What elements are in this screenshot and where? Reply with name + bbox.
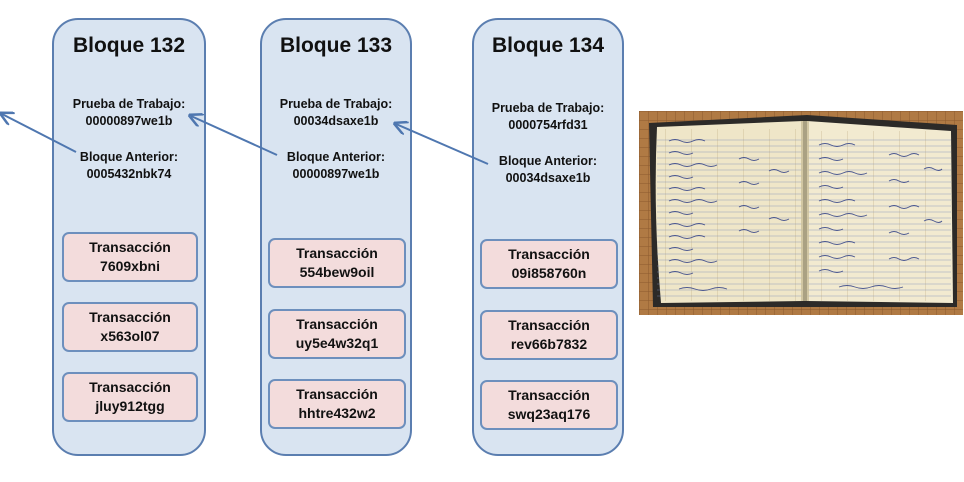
transaction-box: Transacción 7609xbni xyxy=(62,232,198,282)
block-title: Bloque 132 xyxy=(72,34,186,57)
proof-of-work-value: 00034dsaxe1b xyxy=(293,114,379,128)
previous-block-value: 0005432nbk74 xyxy=(86,167,172,181)
previous-block-label: Bloque Anterior: xyxy=(498,154,598,168)
previous-block: Bloque Anterior: 0005432nbk74 xyxy=(54,149,204,183)
transaction-box: Transacción 09i858760n xyxy=(480,239,618,289)
ledger-book-image xyxy=(639,111,963,315)
transaction-id: x563ol07 xyxy=(100,328,160,344)
block-134: Bloque 134 Prueba de Trabajo: 0000754rfd… xyxy=(472,18,624,456)
transaction-label: Transacción xyxy=(508,246,590,262)
transaction-id: 554bew9oil xyxy=(299,264,375,280)
transaction-id: hhtre432w2 xyxy=(298,405,376,421)
transaction-label: Transacción xyxy=(89,309,171,325)
transaction-box: Transacción hhtre432w2 xyxy=(268,379,406,429)
proof-of-work-label: Prueba de Trabajo: xyxy=(279,97,393,111)
transaction-box: Transacción 554bew9oil xyxy=(268,238,406,288)
block-133: Bloque 133 Prueba de Trabajo: 00034dsaxe… xyxy=(260,18,412,456)
transaction-id: 09i858760n xyxy=(511,265,587,281)
transaction-label: Transacción xyxy=(508,317,590,333)
previous-block: Bloque Anterior: 00000897we1b xyxy=(262,149,410,183)
proof-of-work: Prueba de Trabajo: 00000897we1b xyxy=(54,96,204,130)
transaction-box: Transacción swq23aq176 xyxy=(480,380,618,430)
transaction-id: 7609xbni xyxy=(100,258,160,274)
transaction-label: Transacción xyxy=(296,245,378,261)
block-title: Bloque 134 xyxy=(491,34,605,57)
proof-of-work: Prueba de Trabajo: 00034dsaxe1b xyxy=(262,96,410,130)
previous-block-label: Bloque Anterior: xyxy=(286,150,386,164)
transaction-id: swq23aq176 xyxy=(507,406,591,422)
proof-of-work: Prueba de Trabajo: 0000754rfd31 xyxy=(474,100,622,134)
transaction-box: Transacción rev66b7832 xyxy=(480,310,618,360)
previous-block-label: Bloque Anterior: xyxy=(79,150,179,164)
transaction-id: rev66b7832 xyxy=(510,336,588,352)
transaction-label: Transacción xyxy=(89,379,171,395)
proof-of-work-value: 0000754rfd31 xyxy=(508,118,588,132)
block-132: Bloque 132 Prueba de Trabajo: 00000897we… xyxy=(52,18,206,456)
transaction-box: Transacción uy5e4w32q1 xyxy=(268,309,406,359)
transaction-box: Transacción jluy912tgg xyxy=(62,372,198,422)
previous-block: Bloque Anterior: 00034dsaxe1b xyxy=(474,153,622,187)
previous-block-value: 00034dsaxe1b xyxy=(505,171,591,185)
transaction-id: jluy912tgg xyxy=(95,398,165,414)
transaction-label: Transacción xyxy=(508,387,590,403)
transaction-label: Transacción xyxy=(296,316,378,332)
transaction-label: Transacción xyxy=(296,386,378,402)
transaction-box: Transacción x563ol07 xyxy=(62,302,198,352)
transaction-id: uy5e4w32q1 xyxy=(295,335,379,351)
block-title: Bloque 133 xyxy=(279,34,393,57)
proof-of-work-label: Prueba de Trabajo: xyxy=(72,97,186,111)
proof-of-work-value: 00000897we1b xyxy=(85,114,173,128)
transaction-label: Transacción xyxy=(89,239,171,255)
previous-block-value: 00000897we1b xyxy=(292,167,380,181)
proof-of-work-label: Prueba de Trabajo: xyxy=(491,101,605,115)
